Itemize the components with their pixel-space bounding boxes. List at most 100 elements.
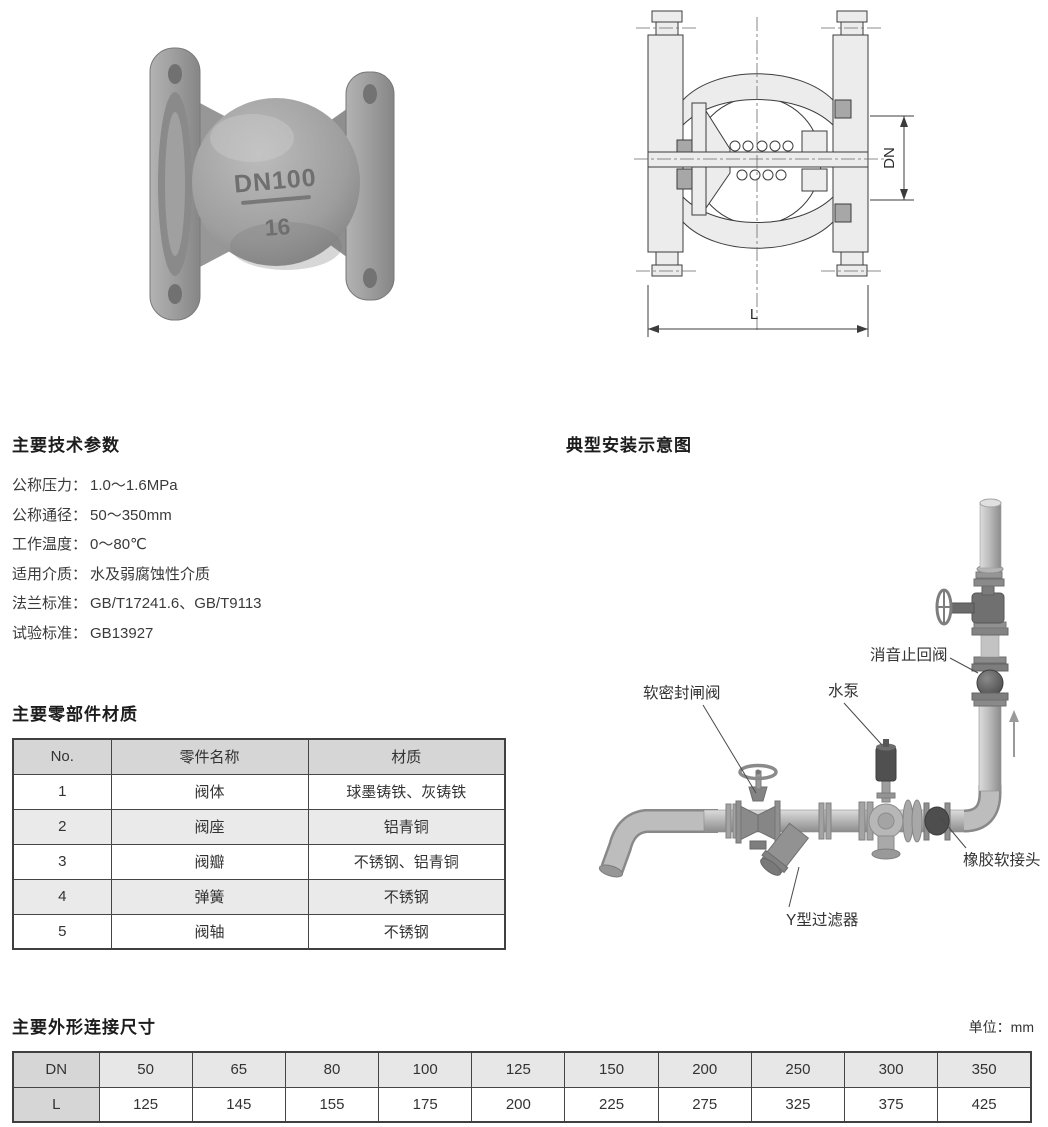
l-dimension-label: L xyxy=(750,306,758,323)
bolt-hole xyxy=(168,64,182,84)
materials-col-no: No. xyxy=(12,738,112,775)
label-pump: 水泵 xyxy=(828,682,859,700)
bolt xyxy=(840,21,864,36)
spec-value: 0～80℃ xyxy=(90,536,147,553)
center-lines xyxy=(634,17,886,333)
cell-no: 3 xyxy=(12,843,112,880)
materials-col-material: 材质 xyxy=(307,738,506,775)
l-value: 175 xyxy=(378,1086,473,1123)
product-photo: DN100 16 xyxy=(148,40,398,325)
valve-stem xyxy=(647,151,869,168)
flange-bore-inner xyxy=(165,112,185,256)
cell-material: 不锈钢 xyxy=(307,878,506,915)
cell-part: 弹簧 xyxy=(110,878,309,915)
spec-label: 适用介质： xyxy=(12,565,88,583)
bolt-hole xyxy=(363,84,377,104)
handwheel xyxy=(738,763,778,781)
cell-material: 球墨铸铁、灰铸铁 xyxy=(307,773,506,810)
guide-block xyxy=(801,168,828,192)
pipe-open-end xyxy=(598,864,624,878)
bolt xyxy=(651,264,683,277)
unit-label: 单位：mm xyxy=(968,1019,1034,1035)
leader-lines xyxy=(702,657,979,908)
spring xyxy=(729,140,794,181)
handwheel xyxy=(935,588,953,626)
vertical-pipe-mid xyxy=(980,634,1000,658)
l-value: 325 xyxy=(750,1086,846,1123)
l-value: 275 xyxy=(657,1086,752,1123)
spec-row-temperature: 工作温度：0～80℃ xyxy=(12,530,532,560)
y-strainer xyxy=(760,822,810,876)
spec-value: 1.0～1.6MPa xyxy=(90,477,178,494)
cell-part: 阀瓣 xyxy=(110,843,309,880)
materials-heading: 主要零部件材质 xyxy=(12,705,138,724)
spec-value: GB/T17241.6、GB/T9113 xyxy=(90,595,262,612)
guide-block xyxy=(801,130,828,154)
spec-row-pressure: 公称压力：1.0～1.6MPa xyxy=(12,471,532,501)
cell-no: 1 xyxy=(12,773,112,810)
tech-params-heading: 主要技术参数 xyxy=(12,436,120,455)
installation-illustration: 软密封闸阀 水泵 消音止回阀 橡胶软接头 Y型过滤器 xyxy=(598,498,1041,929)
cell-part: 阀体 xyxy=(110,773,309,810)
seat-block xyxy=(834,99,852,119)
spec-row-diameter: 公称通径：50～350mm xyxy=(12,501,532,531)
materials-row: 4 弹簧 不锈钢 xyxy=(12,878,506,915)
valve-body-sphere xyxy=(192,98,360,266)
l-value: 425 xyxy=(937,1086,1032,1123)
cast-marking-pn: 16 xyxy=(264,213,291,241)
cell-no: 5 xyxy=(12,913,112,950)
dn-value: 300 xyxy=(843,1051,939,1088)
dimensions-section: 主要外形连接尺寸 单位：mm DN 50 65 80 100 125 150 2… xyxy=(12,1013,1034,1123)
l-value: 125 xyxy=(98,1086,193,1123)
cell-part: 阀轴 xyxy=(110,913,309,950)
check-valve-ball xyxy=(976,669,1004,697)
cell-no: 4 xyxy=(12,878,112,915)
l-value: 225 xyxy=(564,1086,659,1123)
materials-row: 5 阀轴 不锈钢 xyxy=(12,913,506,950)
l-row-header: L xyxy=(12,1086,100,1123)
dn-value: 350 xyxy=(937,1051,1032,1088)
check-valve-section-drawing: DN L xyxy=(634,10,914,337)
materials-row: 3 阀瓣 不锈钢、铝青铜 xyxy=(12,843,506,880)
vertical-pipe-top xyxy=(979,502,1002,569)
dn-dimension-label: DN xyxy=(881,147,898,169)
dn-value: 50 xyxy=(98,1051,193,1088)
dn-row: DN 50 65 80 100 125 150 200 250 300 350 xyxy=(12,1051,1032,1088)
materials-table: No. 零件名称 材质 1 阀体 球墨铸铁、灰铸铁 2 阀座 铝青铜 3 阀瓣 … xyxy=(12,738,506,950)
dn-row-header: DN xyxy=(12,1051,100,1088)
spec-label: 公称压力： xyxy=(12,477,88,494)
l-value: 200 xyxy=(471,1086,566,1123)
pipe-flange xyxy=(971,627,1009,636)
silent-check-valve xyxy=(971,656,1009,707)
cell-material: 不锈钢、铝青铜 xyxy=(307,843,506,880)
l-value: 145 xyxy=(191,1086,286,1123)
spec-value: 50～350mm xyxy=(90,506,172,524)
pipe-open-top xyxy=(979,498,1002,508)
spec-row-medium: 适用介质：水及弱腐蚀性介质 xyxy=(12,560,532,590)
bolt xyxy=(836,10,868,23)
pump-motor xyxy=(875,746,897,782)
bolt-hole xyxy=(363,268,377,288)
body-shadow xyxy=(230,222,342,270)
spec-label: 试验标准： xyxy=(12,624,88,642)
gate-valve xyxy=(735,763,781,850)
dimensions-table: DN 50 65 80 100 125 150 200 250 300 350 … xyxy=(12,1051,1032,1123)
label-check-valve: 消音止回阀 xyxy=(870,646,948,664)
dimensions-heading: 主要外形连接尺寸 xyxy=(12,1018,156,1037)
rubber-joint xyxy=(923,802,951,841)
water-pump xyxy=(868,739,923,860)
installation-diagram: 软密封闸阀 水泵 消音止回阀 橡胶软接头 Y型过滤器 xyxy=(586,455,1048,1000)
spec-row-flange-standard: 法兰标准：GB/T17241.6、GB/T9113 xyxy=(12,589,532,619)
l-dimension xyxy=(647,285,869,337)
dn-value: 100 xyxy=(378,1051,473,1088)
dn-value: 250 xyxy=(750,1051,846,1088)
globe-valve xyxy=(935,584,1005,626)
bolt xyxy=(840,251,864,266)
install-heading: 典型安装示意图 xyxy=(566,436,692,455)
materials-header-row: No. 零件名称 材质 xyxy=(12,738,506,775)
materials-section: 主要零部件材质 No. 零件名称 材质 1 阀体 球墨铸铁、灰铸铁 2 阀座 铝… xyxy=(12,700,506,950)
body-highlight xyxy=(210,114,294,162)
dn-value: 65 xyxy=(191,1051,286,1088)
spec-value: GB13927 xyxy=(90,624,154,642)
